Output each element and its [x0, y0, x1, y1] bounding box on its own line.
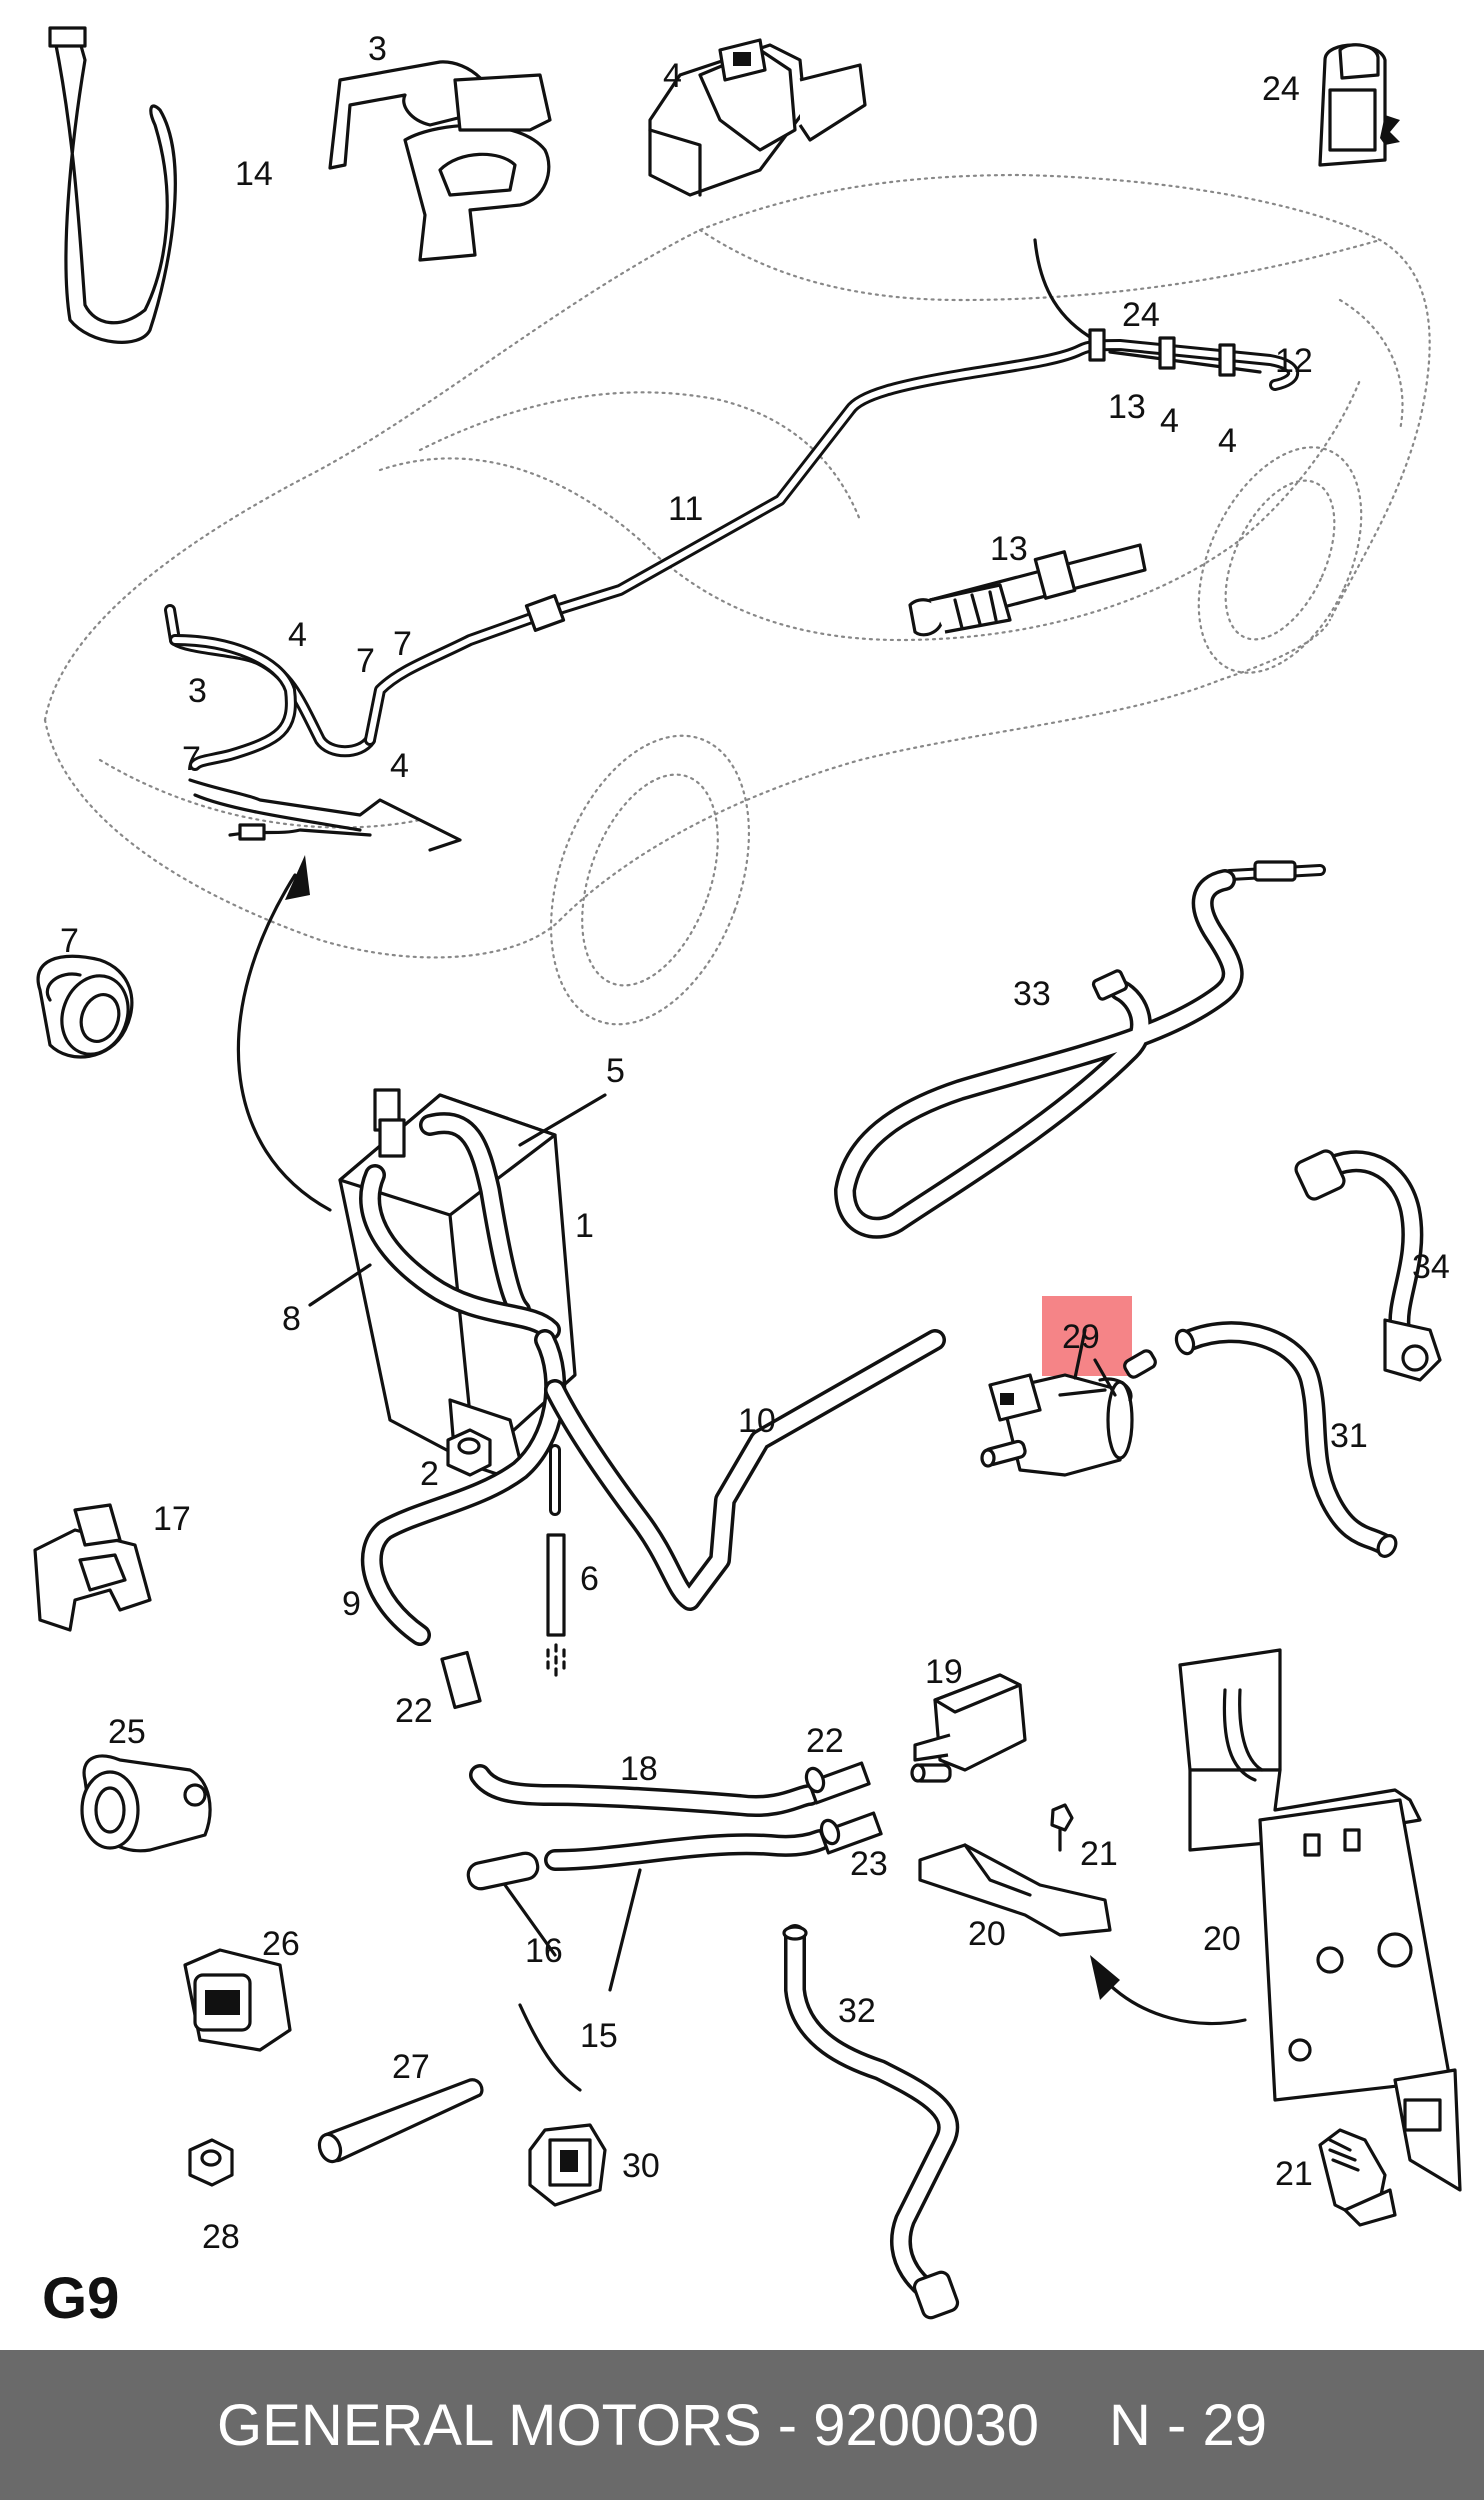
solenoid-valve-19 [910, 1673, 1027, 1783]
callout-labels: 1 2 3 3 4 4 4 4 4 5 6 7 7 7 7 8 9 10 11 … [42, 30, 1450, 2331]
leader-lines [308, 1093, 1117, 2092]
label-19: 19 [925, 1653, 963, 1691]
footer-part-reference: N - 29 [1109, 2392, 1267, 2458]
cable-tie-14 [48, 26, 177, 344]
label-22a: 22 [395, 1692, 433, 1730]
label-16: 16 [525, 1932, 563, 1970]
label-17: 17 [153, 1500, 191, 1538]
label-34: 34 [1412, 1248, 1450, 1286]
label-14: 14 [235, 155, 273, 193]
screw-21 [1318, 2128, 1397, 2227]
label-5: 5 [606, 1052, 625, 1090]
purge-valve-29 [980, 1296, 1157, 1477]
footer-part-number: GENERAL MOTORS - 9200030 [217, 2392, 1040, 2458]
hoses-lower [440, 1650, 883, 1891]
hose-31 [1174, 1321, 1398, 1558]
label-23: 23 [850, 1845, 888, 1883]
label-2: 2 [420, 1455, 439, 1493]
sheet-code: G9 [42, 2266, 119, 2331]
label-24b: 24 [1122, 296, 1160, 334]
nut-2 [446, 1428, 492, 1477]
label-3b: 3 [188, 672, 207, 710]
label-33: 33 [1013, 975, 1051, 1013]
label-21b: 21 [1275, 2155, 1313, 2193]
clip-25 [80, 1754, 212, 1853]
label-10: 10 [738, 1402, 776, 1440]
label-4e: 4 [1218, 422, 1237, 460]
label-7c: 7 [356, 642, 375, 680]
label-18: 18 [620, 1750, 658, 1788]
clip-24 [1318, 43, 1400, 167]
arrow-to-car [236, 855, 332, 1212]
label-4c: 4 [390, 747, 409, 785]
label-3a: 3 [368, 30, 387, 68]
double-clip-3 [328, 60, 552, 262]
label-6: 6 [580, 1560, 599, 1598]
label-21a: 21 [1080, 1835, 1118, 1873]
grommet-7 [36, 954, 134, 1059]
bracket-20-large [1090, 1648, 1462, 2192]
label-4b: 4 [288, 616, 307, 654]
clip-17 [33, 1503, 152, 1632]
clip-30 [528, 2123, 607, 2207]
hose-6 [546, 1533, 566, 1682]
label-13b: 13 [990, 530, 1028, 568]
label-25: 25 [108, 1713, 146, 1751]
label-29: 29 [1062, 1318, 1100, 1356]
label-7d: 7 [393, 625, 412, 663]
label-9: 9 [342, 1585, 361, 1623]
label-7b: 7 [182, 740, 201, 778]
tube-27 [317, 2078, 484, 2164]
pipe-32 [782, 1924, 960, 2320]
hose-34 [1294, 1149, 1442, 1382]
label-7a: 7 [60, 922, 79, 960]
label-22b: 22 [806, 1722, 844, 1760]
highlight-box [1042, 1296, 1132, 1376]
label-15: 15 [580, 2017, 618, 2055]
label-11: 11 [668, 490, 703, 528]
footer-bar: GENERAL MOTORS - 9200030 N - 29 [0, 2350, 1484, 2500]
label-28: 28 [202, 2218, 240, 2256]
label-30: 30 [622, 2147, 660, 2185]
label-24a: 24 [1262, 70, 1300, 108]
label-27: 27 [392, 2048, 430, 2086]
exploded-parts-diagram: 1 2 3 3 4 4 4 4 4 5 6 7 7 7 7 8 9 10 11 … [33, 26, 1462, 2331]
quick-connector-13 [908, 543, 1147, 637]
car-body-outline [43, 173, 1431, 1026]
label-12: 12 [1275, 342, 1313, 380]
clip-bracket-4 [648, 38, 867, 197]
label-32: 32 [838, 1992, 876, 2030]
label-26: 26 [262, 1925, 300, 1963]
nut-28 [188, 2138, 234, 2187]
label-20a: 20 [968, 1915, 1006, 1953]
label-8: 8 [282, 1300, 301, 1338]
label-1: 1 [575, 1207, 594, 1245]
label-4a: 4 [663, 57, 682, 95]
pipe-33 [834, 860, 1326, 1239]
label-4d: 4 [1160, 402, 1179, 440]
label-13a: 13 [1108, 388, 1146, 426]
label-31: 31 [1330, 1417, 1368, 1455]
bracket-20-small [918, 1803, 1112, 1937]
fastener-26 [183, 1948, 292, 2052]
label-20b: 20 [1203, 1920, 1241, 1958]
evap-canister-1 [338, 1088, 946, 1646]
fuel-line-assembly [164, 238, 1300, 852]
